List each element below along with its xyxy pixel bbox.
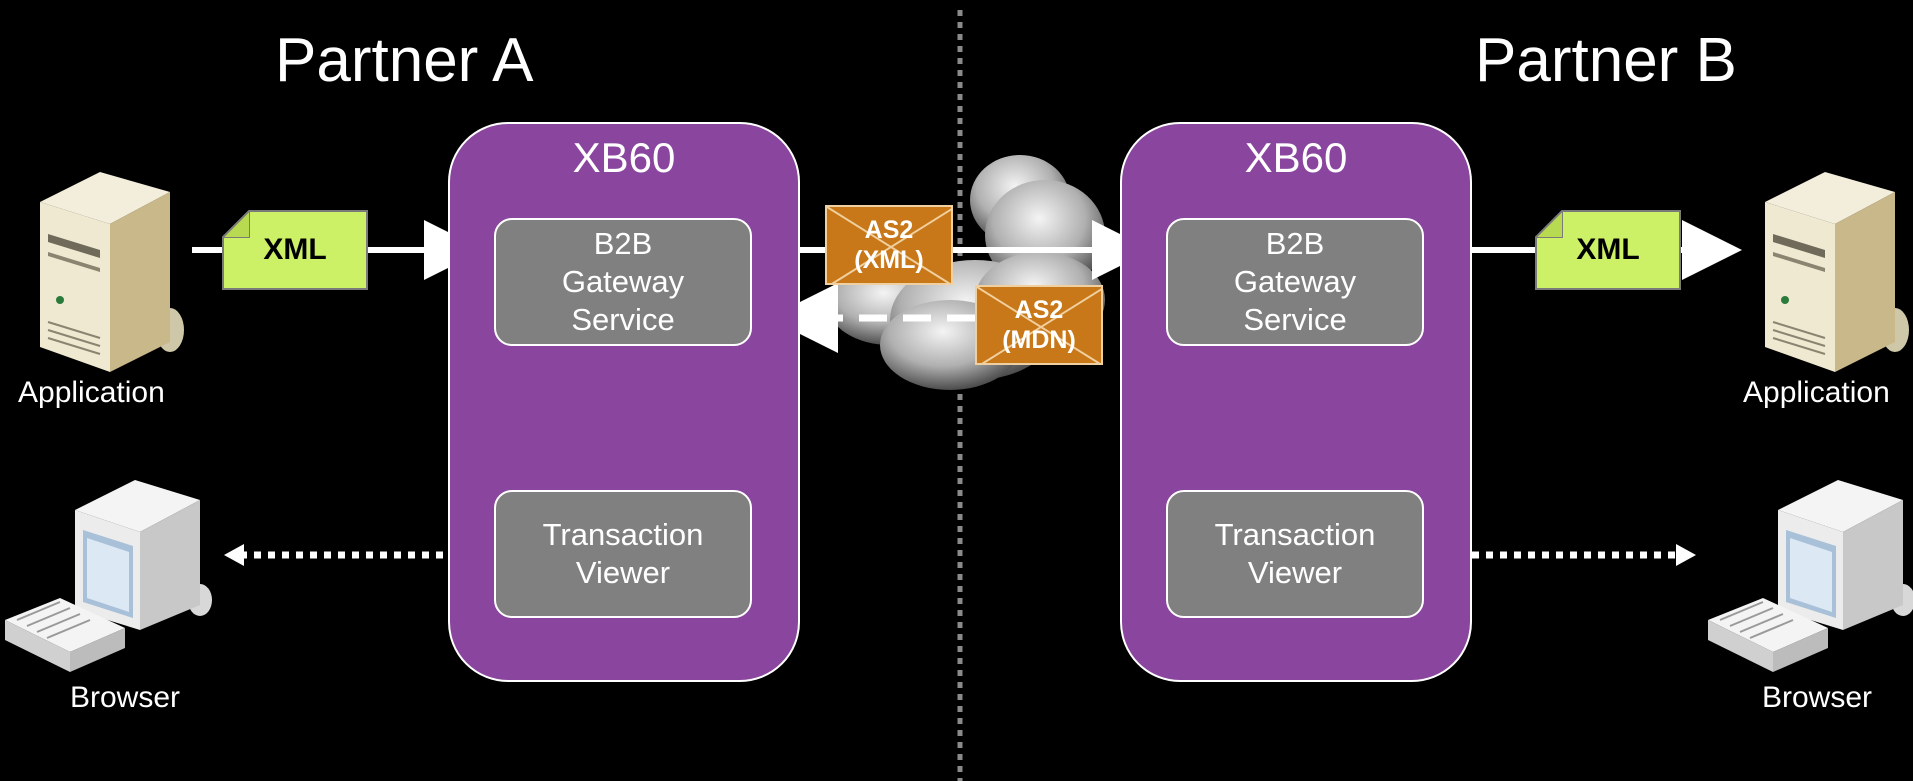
as2-mdn-label: AS2 (MDN) bbox=[1002, 296, 1076, 354]
server-icon bbox=[40, 172, 184, 372]
envelope-icon bbox=[977, 287, 1101, 363]
partner-b-xml-document: XML bbox=[1535, 210, 1681, 290]
partner-a-xml-document: XML bbox=[222, 210, 368, 290]
partner-a-xb60-label: XB60 bbox=[572, 134, 676, 181]
partner-a-application-label: Application bbox=[18, 376, 165, 409]
server-icon bbox=[1765, 172, 1909, 372]
xml-label: XML bbox=[1576, 233, 1640, 266]
partner-b-gateway-service: B2B Gateway Service bbox=[1166, 218, 1424, 346]
document-icon bbox=[222, 210, 250, 238]
as2-mdn-envelope: AS2 (MDN) bbox=[975, 285, 1103, 365]
workstation-icon bbox=[1708, 480, 1913, 672]
envelope-icon bbox=[827, 207, 951, 283]
partner-b-xb60-label: XB60 bbox=[1244, 134, 1348, 181]
partner-b-title: Partner B bbox=[1475, 26, 1737, 95]
xml-label: XML bbox=[263, 233, 327, 266]
document-icon bbox=[1535, 210, 1563, 238]
as2-xml-label: AS2 (XML) bbox=[854, 216, 924, 274]
partner-a-gateway-service: B2B Gateway Service bbox=[494, 218, 752, 346]
partner-a-browser-label: Browser bbox=[70, 681, 181, 714]
partner-a-title: Partner A bbox=[275, 26, 534, 95]
partner-b-application-label: Application bbox=[1743, 376, 1890, 409]
workstation-icon bbox=[5, 480, 212, 672]
partner-a-transaction-viewer: Transaction Viewer bbox=[494, 490, 752, 618]
partner-b-transaction-viewer: Transaction Viewer bbox=[1166, 490, 1424, 618]
as2-xml-envelope: AS2 (XML) bbox=[825, 205, 953, 285]
partner-b-browser-label: Browser bbox=[1762, 681, 1873, 714]
